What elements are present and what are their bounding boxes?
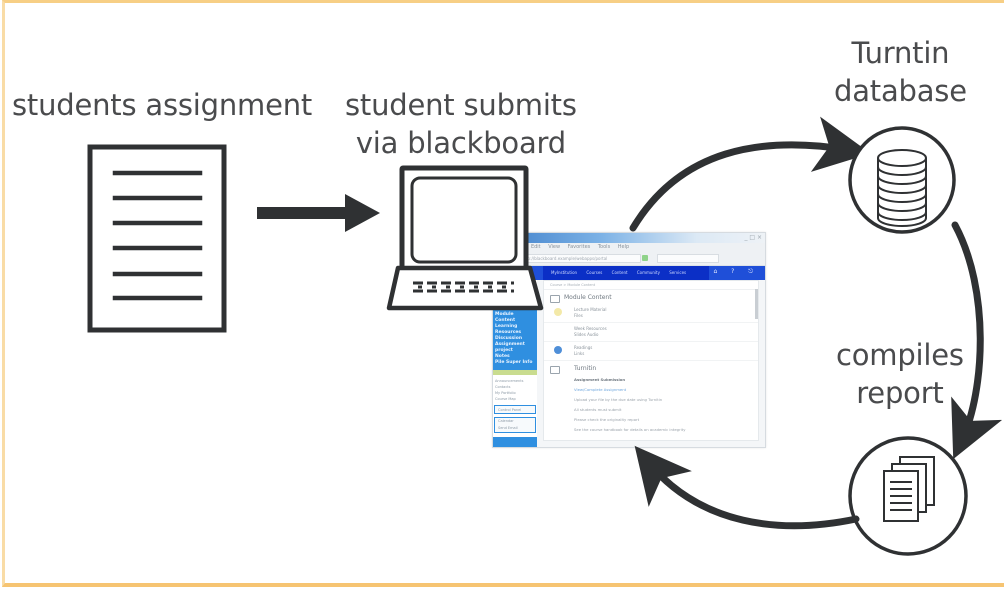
assignment-line: Upload your file by the due date using T… [574, 397, 663, 402]
arrow-database-to-report [951, 221, 1003, 460]
label-line: via blackboard [355, 126, 566, 160]
nav-tabs: MyInstitution Courses Content Community … [543, 266, 709, 280]
label-compiles-report: compiles report [836, 336, 964, 412]
link-icon [554, 346, 562, 354]
go-icon [642, 255, 648, 261]
sidebar-link: Contacts [495, 385, 511, 389]
label-line: student submits [345, 88, 577, 122]
arrow-assignment-to-submit [257, 194, 380, 232]
course-menu-item: Resources [495, 330, 522, 335]
report-node [848, 436, 968, 556]
label-line: students assignment [12, 88, 313, 122]
arrow-submit-to-database [629, 116, 871, 232]
item-title: Readings [574, 345, 593, 350]
tool-link: Calendar [498, 419, 514, 423]
report-pages-icon [883, 456, 935, 522]
turnitin-section-heading: Turnitin [544, 361, 758, 375]
sidebar-footer [493, 437, 537, 447]
nav-icons: ⌂ ? ⎋ [713, 268, 759, 275]
course-menu-item: Notes [495, 354, 510, 359]
label-line: report [856, 376, 944, 410]
search-field [657, 254, 719, 263]
course-menu-item: Module Content [495, 312, 516, 323]
item-sub: Files [574, 313, 583, 318]
database-node [848, 126, 956, 234]
course-menu-item: Learning [495, 324, 518, 329]
assignment-line: See the course handbook for details on a… [574, 427, 686, 432]
blackboard-nav: MyInstitution Courses Content Community … [493, 266, 765, 280]
item-title: Lecture Material [574, 307, 607, 312]
browser-address-bar: http://blackboard.example/webapps/portal [493, 251, 765, 266]
content-item: Readings Links [544, 342, 758, 361]
label-line: database [834, 74, 967, 108]
course-menu-item: Pile Super Info [495, 360, 533, 365]
content-item: Lecture Material Files [544, 304, 758, 323]
item-sub: Links [574, 351, 585, 356]
content-heading: Module Content [544, 290, 758, 304]
document-icon [87, 144, 227, 333]
arrow-report-to-submit [634, 445, 860, 530]
course-menu: Module Content Learning Resources Discus… [493, 310, 537, 370]
tool-link: Send Email [498, 426, 518, 430]
sidebar-link: My Portfolio [495, 391, 516, 395]
label-turnitin-database: Turntin database [834, 34, 967, 110]
window-controls: _ □ × [744, 234, 762, 241]
content-item: Week Resources Slides Audio [544, 323, 758, 342]
browser-titlebar: _ □ × [493, 233, 765, 243]
assignment-line: Please check the originality report [574, 417, 640, 422]
sidebar-links: Announcements Contacts My Portfolio Cour… [495, 378, 535, 402]
content-area: Course > Module Content Module Content L… [543, 280, 759, 441]
label-student-submits: student submits via blackboard [345, 86, 577, 162]
label-students-assignment: students assignment [12, 86, 312, 124]
item-sub: Slides Audio [574, 332, 599, 337]
breadcrumb: Course > Module Content [544, 281, 758, 290]
assignment-line: All students must submit [574, 407, 622, 412]
item-title: Week Resources [574, 326, 607, 331]
scrollbar [755, 289, 758, 319]
label-line: compiles [836, 338, 964, 372]
assignment-title: Assignment Submission [574, 377, 626, 382]
label-line: Turntin [851, 36, 950, 70]
sidebar-link: Announcements [495, 379, 524, 383]
laptop-icon [386, 165, 544, 311]
folder-icon [554, 308, 562, 316]
tools-box: Calendar Send Email [494, 417, 536, 433]
assignment-link: View/Complete Assignment [574, 387, 627, 392]
course-menu-item: Assignment project [495, 342, 525, 353]
sidebar-link: Course Map [495, 397, 516, 401]
sidebar-divider [493, 370, 537, 375]
database-icon [877, 149, 927, 227]
browser-menubar: File Edit View Favorites Tools Help [493, 243, 765, 251]
course-menu-item: Discussion [495, 336, 523, 341]
control-panel-box: Control Panel [494, 405, 536, 414]
